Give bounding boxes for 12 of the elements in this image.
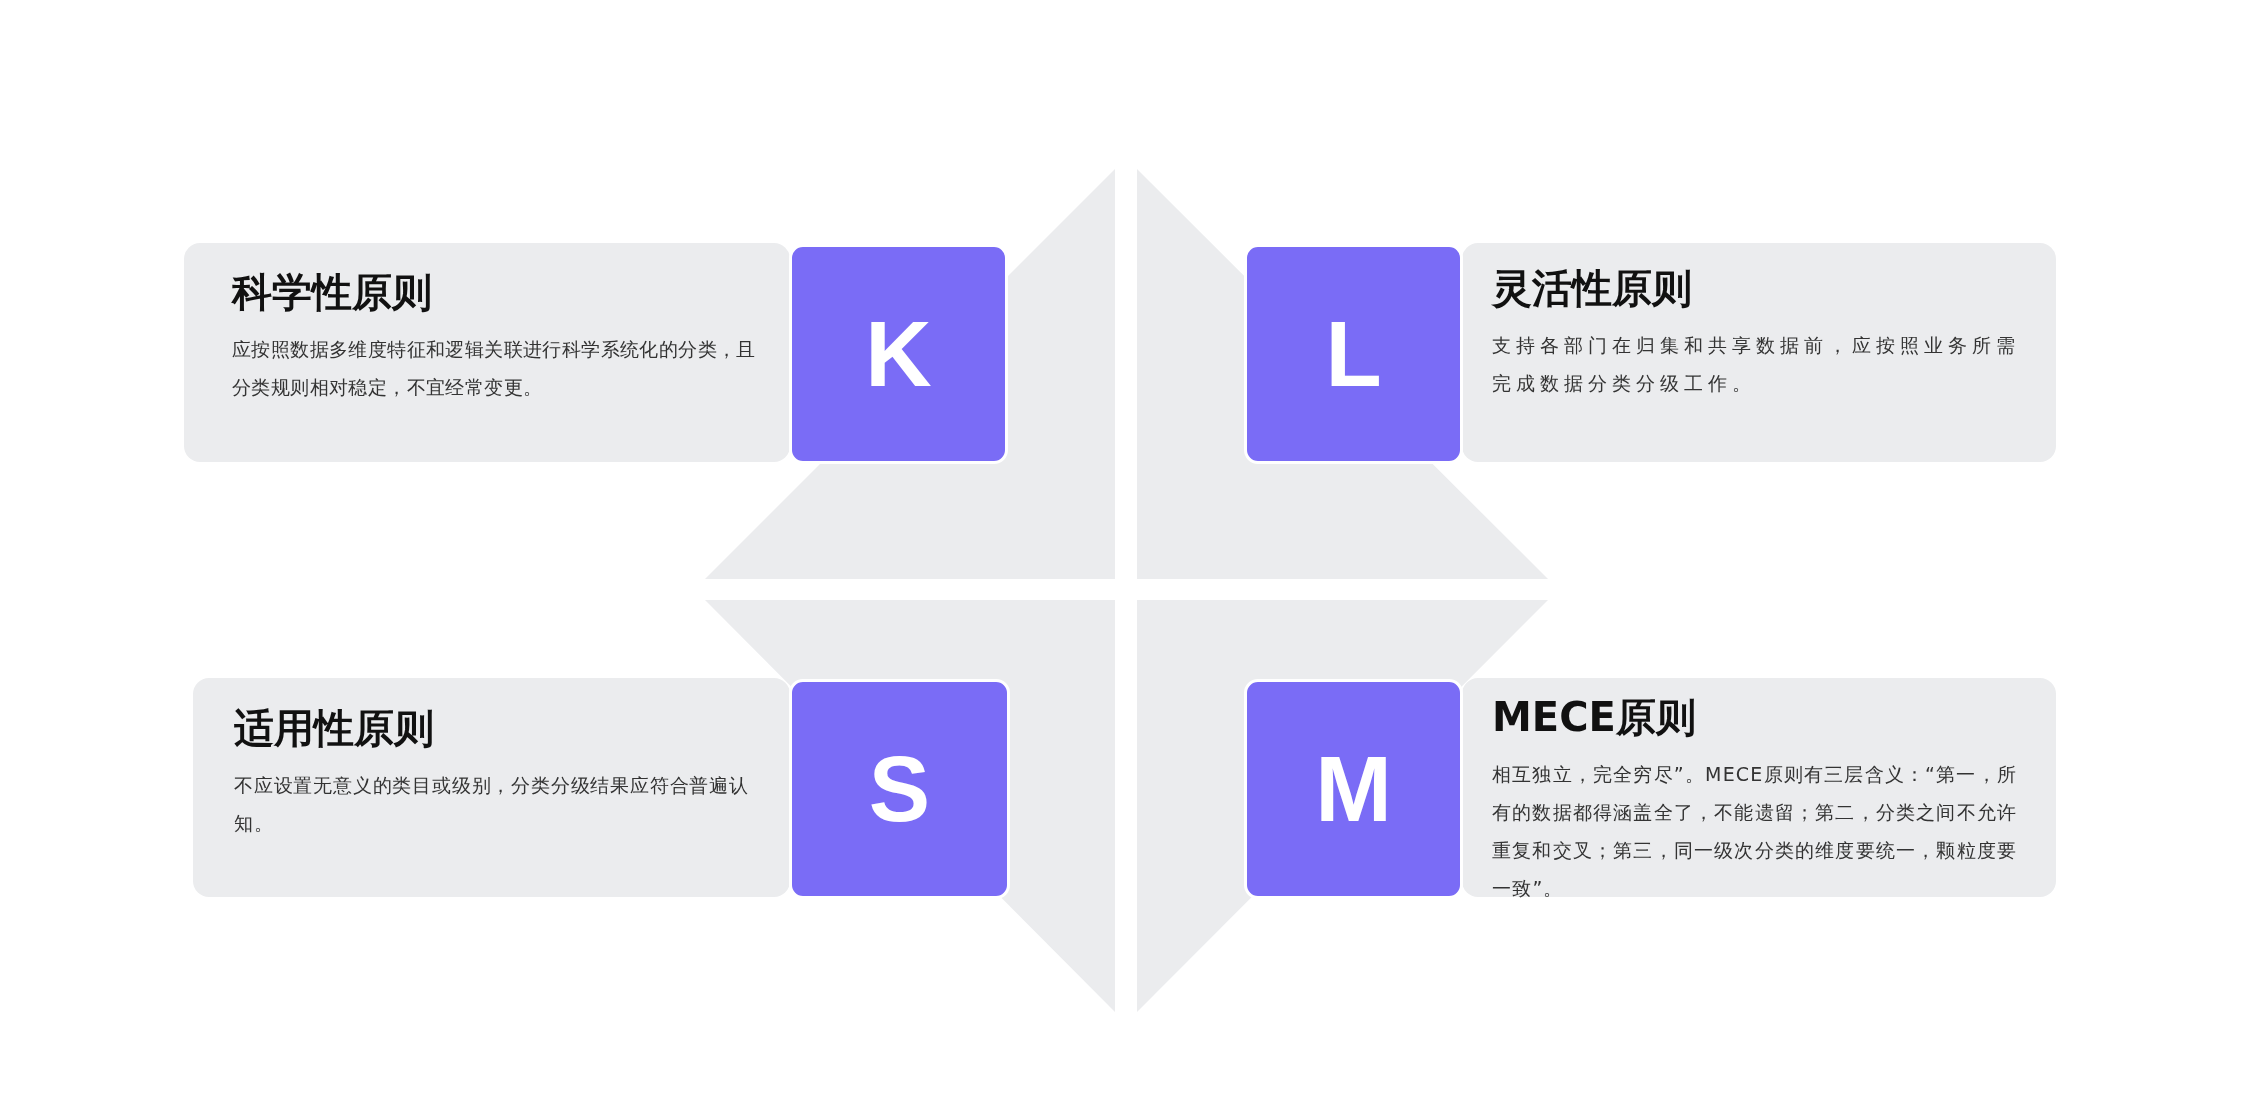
card-description: 相互独立，完全穷尽”。MECE原则有三层含义：“第一，所有的数据都得涵盖全了，不能遗留；第二，分类之间不允许重复和交叉；第三，同一级次分类的维度要统一，颗粒度要一致”。 [1492, 762, 2019, 901]
card-title: 适用性原则 [234, 704, 434, 752]
card-title: MECE原则 [1492, 693, 1696, 741]
letter-tile: L [1244, 244, 1463, 464]
card-description: 支持各部门在归集和共享数据前，应按照业务所需完成数据分类分级工作。 [1492, 333, 2021, 396]
card-title: 灵活性原则 [1492, 264, 1692, 312]
letter-tile: S [789, 679, 1010, 899]
letter-tile: M [1244, 679, 1463, 899]
card-description: 应按照数据多维度特征和逻辑关联进行科学系统化的分类，且分类规则相对稳定，不宜经常变更。 [232, 337, 757, 400]
letter-tile: K [789, 244, 1008, 464]
card-description: 不应设置无意义的类目或级别，分类分级结果应符合普遍认知。 [234, 773, 750, 836]
card-title: 科学性原则 [232, 268, 432, 316]
